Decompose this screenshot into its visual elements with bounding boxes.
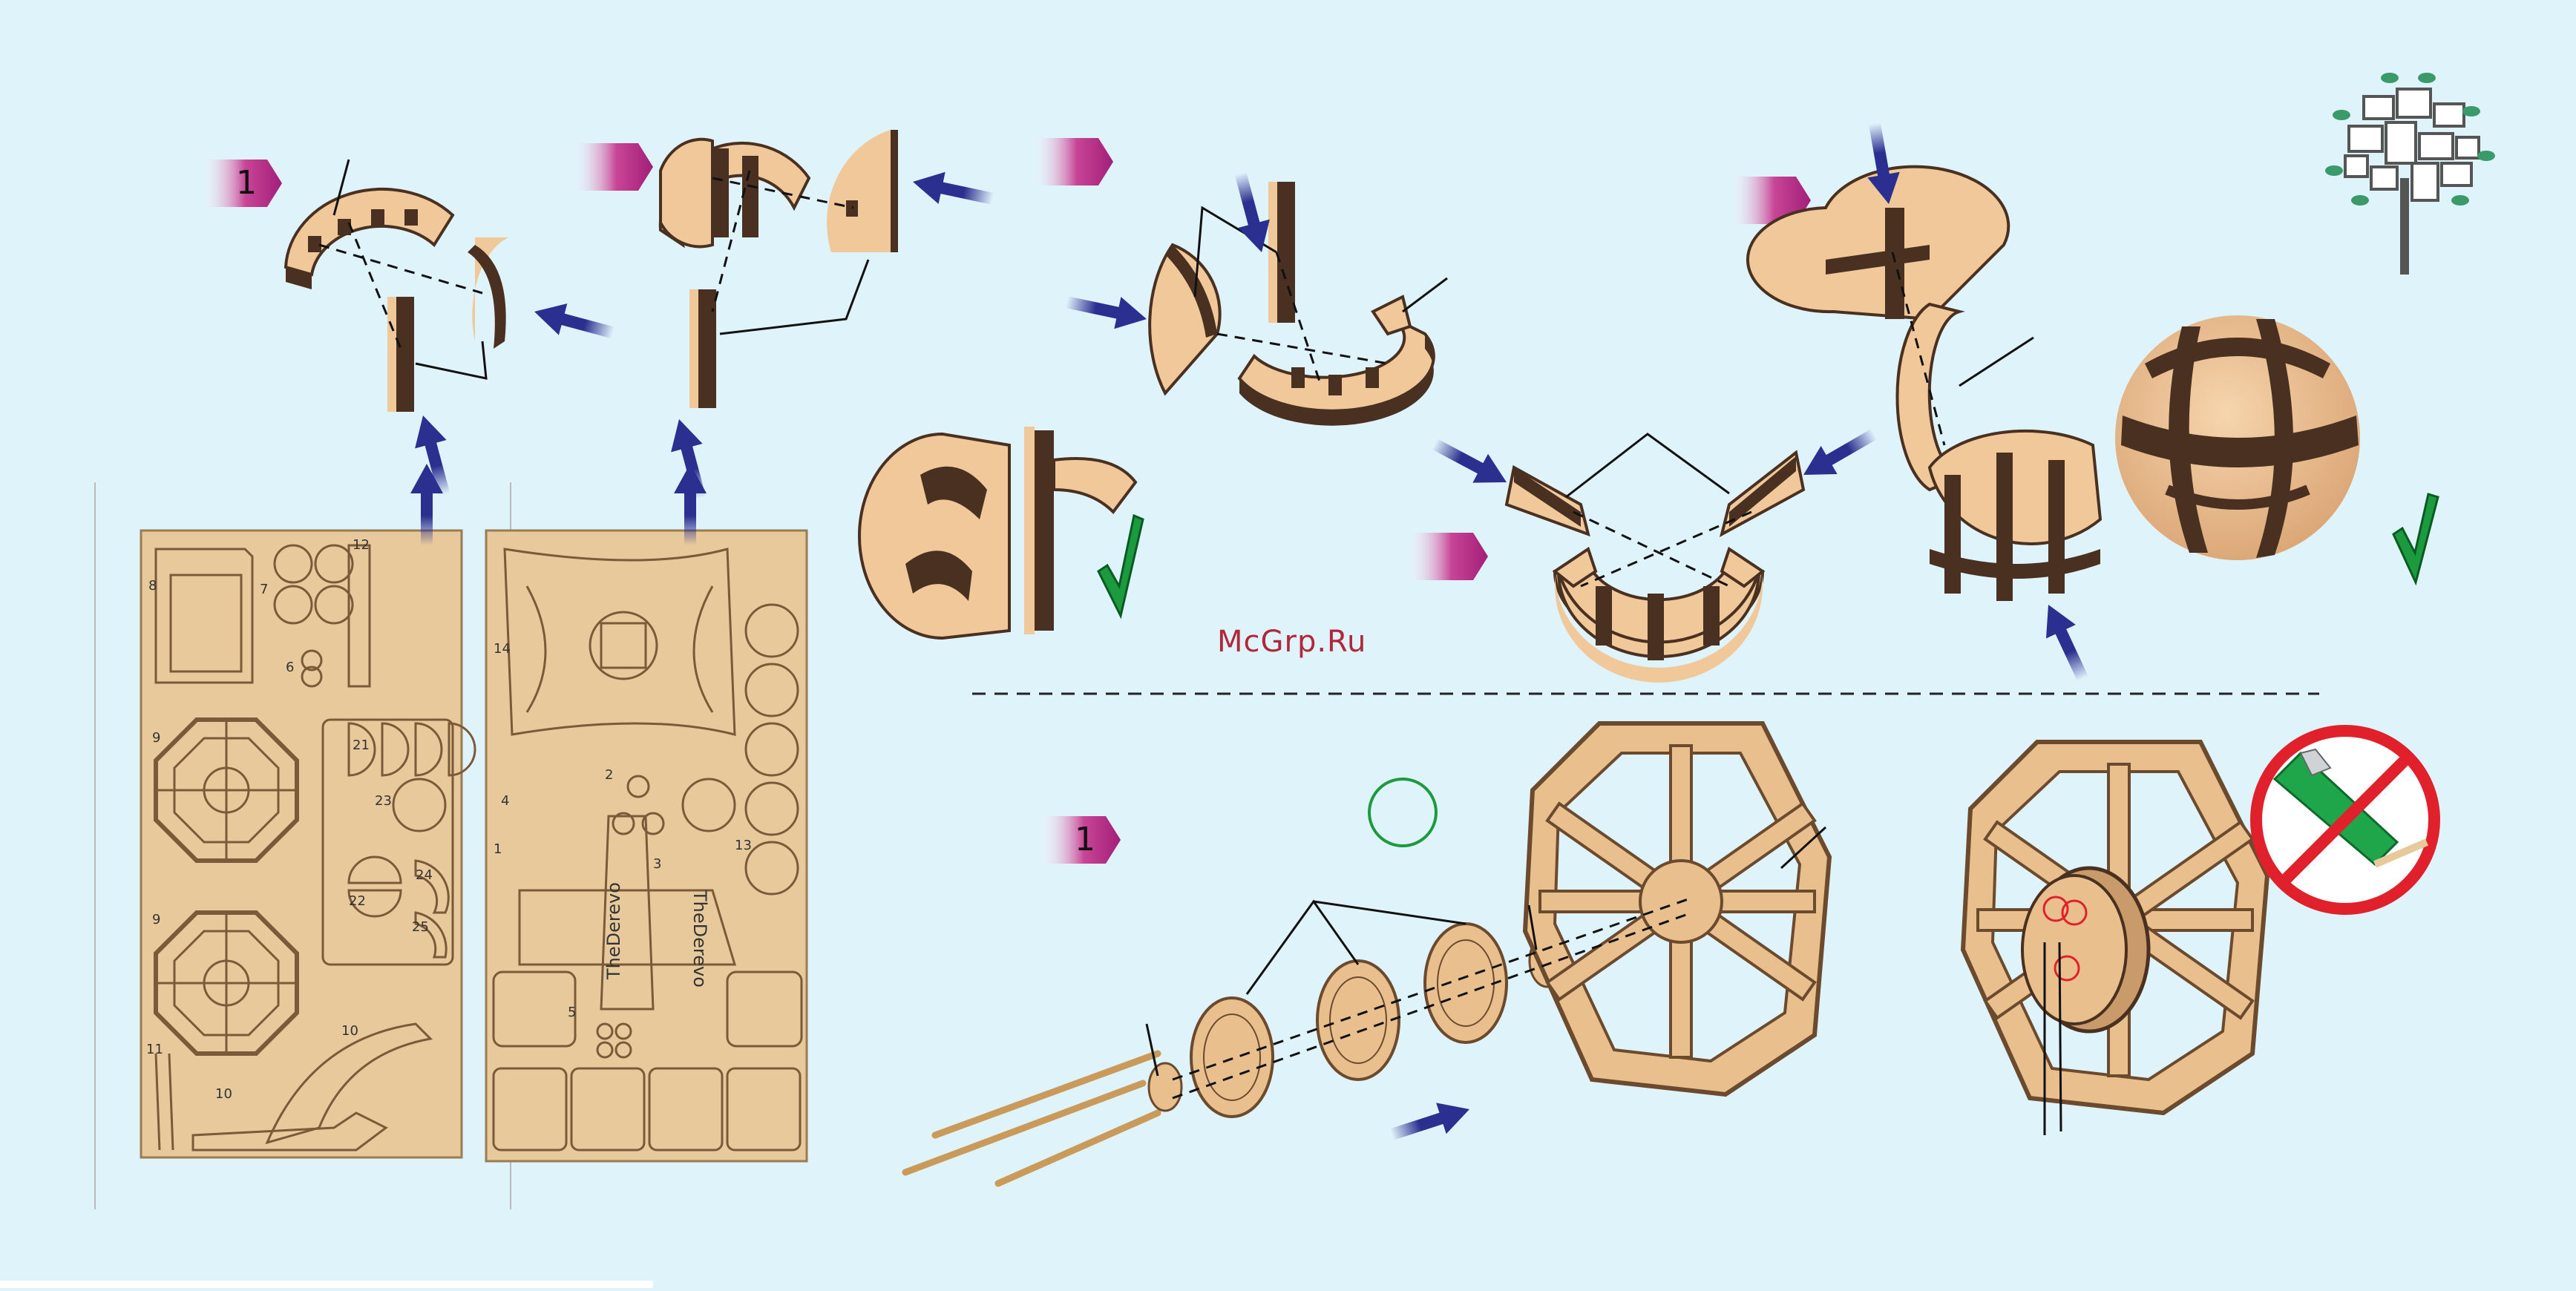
step4-right-piece [1722,453,1803,534]
arrow-icon [1427,430,1515,496]
hint-circle [1369,779,1436,846]
step-badge-6: 1 [1039,816,1121,864]
svg-text:11: 11 [146,1042,163,1057]
svg-text:TheDerevo: TheDerevo [603,882,624,980]
no-knife-icon [2256,731,2434,909]
svg-text:10: 10 [215,1086,232,1102]
step-badge-3 [1032,138,1113,185]
svg-text:3: 3 [653,856,661,872]
svg-text:4: 4 [501,793,509,809]
svg-text:9: 9 [152,912,160,927]
svg-text:23: 23 [375,793,392,809]
step2-bar [689,289,716,408]
step-badge-1: 1 [200,160,282,207]
step-badge-label: 1 [1075,821,1095,858]
svg-text:22: 22 [349,893,366,909]
svg-text:7: 7 [260,582,268,597]
arrow-icon [530,296,617,349]
svg-text:25: 25 [412,919,429,935]
svg-text:TheDerevo: TheDerevo [689,890,710,988]
assembled-wheel [1963,742,2267,1135]
step1-bar [387,297,414,412]
cut-sheet-a: 8 7 12 6 9 21 23 22 24 25 9 10 11 10 [141,530,475,1157]
check-icon [2393,494,2438,582]
cut-sheet-b: 14 2 4 1 3 13 5 TheDerevo TheDerevo [486,530,807,1161]
step3-half-disc [1150,245,1220,393]
step2-half-disc [827,130,898,252]
bottom-strip [0,1281,653,1288]
svg-text:9: 9 [152,730,160,746]
svg-text:14: 14 [494,641,511,657]
svg-text:1: 1 [494,841,502,857]
step-badge-label: 1 [236,164,257,202]
svg-text:10: 10 [341,1023,358,1039]
svg-text:24: 24 [416,867,433,883]
svg-text:5: 5 [568,1005,576,1020]
svg-text:21: 21 [353,738,370,753]
step-badge-5 [1406,533,1488,580]
arrow-icon [1795,420,1882,489]
step-badge-2 [571,143,653,191]
arrow-icon [909,165,996,214]
check-icon [1098,516,1143,616]
arrow-icon [1387,1094,1475,1150]
svg-text:12: 12 [353,537,370,553]
step1-half-disc [468,237,508,349]
arrow-icon [2033,598,2097,686]
step4-left-piece [1507,467,1588,534]
step2-result-assembly [859,427,1135,638]
svg-text:13: 13 [735,838,752,853]
arrow-icon [1063,286,1150,335]
toothpick-skewers [905,1054,1158,1183]
step3-bar [1268,182,1295,323]
tree-logo-icon [2325,73,2495,275]
step5-bottom-bowl [1930,431,2100,601]
step4-ring-bowl [1555,549,1763,683]
hex-wheel [1525,723,1829,1094]
watermark-text: McGrp.Ru [1217,625,1366,659]
finished-sphere [2115,315,2360,560]
svg-text:8: 8 [148,578,157,594]
svg-text:6: 6 [286,660,294,675]
svg-text:2: 2 [605,767,613,783]
axle-gears [1149,924,1565,1117]
